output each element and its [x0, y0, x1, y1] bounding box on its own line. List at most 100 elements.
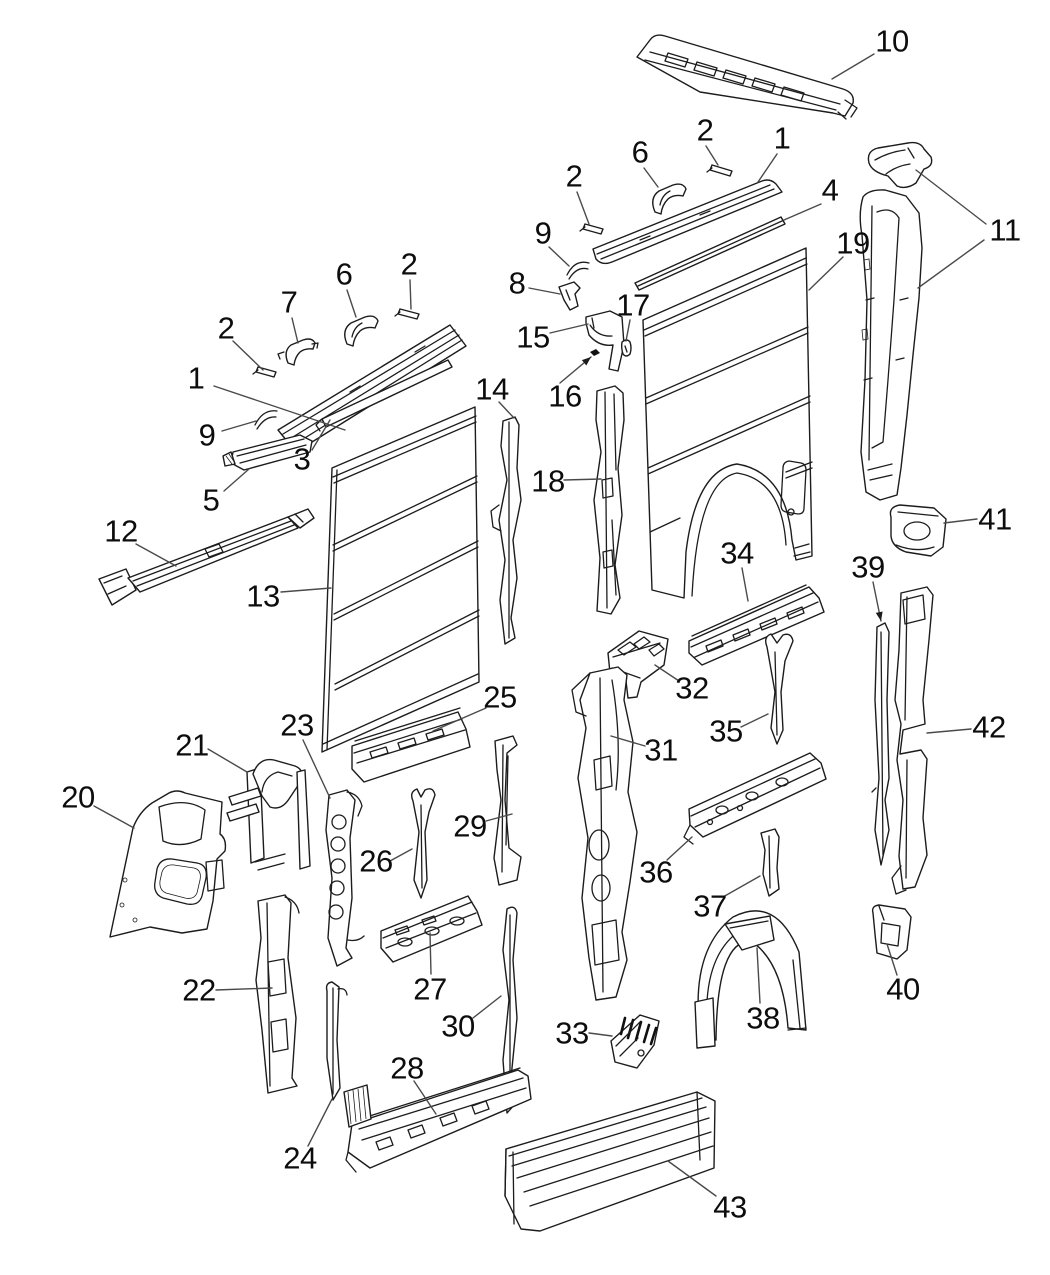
part-27-rail-slotted-lower [380, 895, 483, 963]
part-9-strip-left [254, 410, 278, 430]
callout-6b: 6 [335, 256, 353, 292]
callout-12: 12 [104, 513, 138, 549]
leader-15 [549, 323, 589, 334]
callout-41: 41 [978, 501, 1012, 537]
leader-30 [472, 995, 502, 1019]
callout-33: 33 [555, 1015, 589, 1051]
part-35-y-pillar [764, 633, 794, 745]
callout-35: 35 [709, 713, 743, 749]
leader-6b [346, 289, 357, 318]
leader-17 [625, 319, 631, 342]
leader-11 [915, 169, 987, 225]
leader-29 [485, 813, 513, 822]
callout-32: 32 [675, 670, 709, 706]
leader-41 [943, 518, 978, 524]
leader-42 [926, 728, 972, 734]
leader-13 [280, 587, 332, 593]
leader-21 [207, 748, 248, 773]
leader-35 [740, 713, 769, 728]
part-41-bracket [889, 504, 947, 557]
callout-11: 11 [989, 212, 1021, 248]
part-9-strip-right [566, 261, 590, 280]
part-26-y-pillar-front [410, 788, 436, 899]
leader-6a [643, 167, 659, 188]
leader-lines-layer [93, 53, 987, 1197]
callout-36: 36 [639, 854, 673, 890]
callout-43: 43 [713, 1189, 747, 1225]
part-16-fastener [590, 349, 600, 356]
part-39-thin-strip [871, 622, 890, 866]
callout-26: 26 [359, 843, 393, 879]
callout-19: 19 [836, 225, 870, 261]
part-2-clip-left-lower [252, 366, 277, 378]
part-6-bracket-left [344, 315, 379, 347]
part-23-pillar-with-holes [325, 789, 365, 967]
part-43-sill-panel [504, 1091, 716, 1232]
part-8-bracket [558, 281, 581, 311]
callout-21: 21 [175, 727, 209, 763]
callout-34: 34 [720, 535, 754, 571]
part-4-drip-rail-strip [634, 216, 786, 291]
part-2-clip-top-right [706, 164, 733, 177]
callout-2d: 2 [217, 310, 235, 346]
part-21-pillar-bracket-cluster [226, 758, 311, 871]
part-40-access-panel [871, 904, 912, 960]
leader-25 [432, 707, 487, 732]
callout-1b: 1 [187, 360, 205, 396]
part-37-strip [760, 828, 780, 897]
callout-25: 25 [483, 679, 517, 715]
leader-19 [808, 256, 844, 291]
callout-2c: 2 [400, 246, 418, 282]
callout-7: 7 [280, 284, 298, 320]
leader-34 [741, 567, 749, 602]
leader-2a [705, 145, 719, 166]
part-30-curved-strip [502, 906, 518, 1114]
callout-15: 15 [516, 319, 550, 355]
leader-arrow-39 [875, 611, 883, 621]
leader-32 [654, 664, 680, 682]
part-2-clip-left-upper [394, 308, 420, 320]
part-11-rear-pillar [859, 141, 933, 501]
leader-14 [498, 401, 515, 419]
leader-43 [667, 1160, 717, 1197]
callout-6a: 6 [631, 134, 649, 170]
callout-24: 24 [283, 1140, 317, 1176]
callout-9a: 9 [198, 417, 216, 453]
leader-37 [722, 875, 761, 898]
callout-22: 22 [182, 972, 216, 1008]
part-17-clip [620, 339, 632, 357]
leader-11 [917, 239, 985, 289]
part-12-cant-rail [98, 508, 315, 606]
callout-42: 42 [972, 709, 1006, 745]
leader-5 [223, 468, 250, 492]
callout-40: 40 [886, 971, 920, 1007]
leader-28 [413, 1080, 437, 1115]
callout-23: 23 [280, 707, 314, 743]
callout-13: 13 [246, 578, 280, 614]
callout-8: 8 [508, 265, 526, 301]
leader-arrow-16 [581, 357, 591, 366]
callout-4: 4 [821, 172, 839, 208]
leader-12 [135, 543, 177, 567]
callout-1a: 1 [773, 120, 791, 156]
part-38-wheelhouse-arch [694, 910, 807, 1049]
leader-1a [757, 153, 778, 183]
callout-18: 18 [531, 463, 565, 499]
part-31-b-pillar-assembly [571, 666, 638, 1001]
callout-9b: 9 [534, 215, 552, 251]
leader-20 [93, 805, 135, 829]
part-24-thin-strip [325, 981, 348, 1101]
callout-17: 17 [616, 287, 650, 323]
callout-39: 39 [851, 549, 885, 585]
part-1-roof-side-rail-rear [592, 179, 783, 265]
callout-28: 28 [390, 1050, 424, 1086]
leader-10 [831, 53, 875, 80]
leader-4 [783, 203, 822, 221]
leader-27 [429, 932, 432, 975]
callout-14: 14 [475, 371, 509, 407]
part-36-rail-lower [683, 752, 827, 845]
part-5-rail-segment [222, 434, 313, 471]
leader-22 [215, 987, 273, 991]
part-10-header-crossmember [636, 34, 858, 120]
